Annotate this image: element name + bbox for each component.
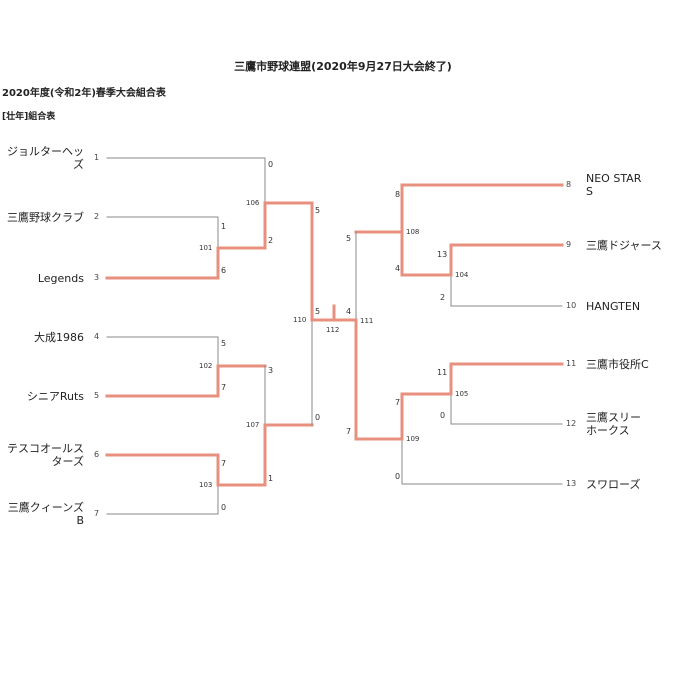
match-number: 103 — [199, 481, 213, 489]
team-name-line: B — [76, 514, 84, 527]
score-value: 5 — [315, 206, 321, 215]
team-name: シニアRuts — [27, 390, 84, 403]
score-value: 1 — [268, 474, 274, 483]
team-name-line: S — [586, 185, 593, 198]
match-number: 112 — [326, 326, 340, 334]
team-name: 大成1986 — [34, 331, 84, 344]
team-name-line: 三鷹市役所C — [586, 357, 649, 371]
team-name-line: HANGTEN — [586, 299, 641, 313]
score-value: 7 — [221, 459, 227, 468]
team-name: 三鷹ドジャース — [586, 239, 662, 252]
score-value: 0 — [395, 472, 401, 481]
seed-number: 9 — [566, 240, 572, 249]
score-value: 5 — [346, 234, 352, 243]
seed-number: 1 — [94, 153, 100, 162]
seed-number: 10 — [566, 301, 577, 310]
seed-number: 5 — [94, 391, 100, 400]
team-name: テスコオールスターズ — [7, 442, 84, 468]
tournament-subtitle: 2020年度(令和2年)春季大会組合表 — [2, 88, 166, 99]
seed-number: 13 — [566, 479, 577, 488]
score-value: 6 — [221, 266, 227, 275]
page-title: 三鷹市野球連盟(2020年9月27日大会終了) — [234, 60, 452, 73]
seed-number: 4 — [94, 332, 100, 341]
match-number: 104 — [455, 271, 469, 279]
score-value: 0 — [440, 411, 446, 420]
seed-number: 3 — [94, 273, 100, 282]
match-number: 108 — [406, 228, 420, 236]
seed-number: 6 — [94, 450, 100, 459]
match-number: 105 — [455, 390, 469, 398]
team-name-line: 大成1986 — [34, 330, 84, 344]
team-name-line: 三鷹スリー — [586, 411, 641, 424]
section-label: [壮年]組合表 — [2, 112, 56, 122]
match-number: 107 — [246, 421, 260, 429]
match-number: 109 — [406, 435, 420, 443]
score-value: 4 — [346, 307, 352, 316]
team-name-line: 三鷹ドジャース — [586, 238, 662, 252]
score-value: 11 — [437, 368, 448, 377]
team-name: 三鷹野球クラブ — [7, 211, 84, 224]
match-number: 106 — [246, 199, 260, 207]
score-value: 0 — [315, 413, 321, 422]
team-name: 三鷹スリーホークス — [586, 411, 641, 437]
team-name-line: スワローズ — [586, 477, 641, 491]
match-number: 111 — [360, 317, 374, 325]
team-name-line: ターズ — [51, 455, 84, 468]
team-name: 三鷹市役所C — [586, 358, 649, 371]
team-name-line: シニアRuts — [26, 389, 84, 403]
score-value: 4 — [395, 264, 401, 273]
team-name-line: Legends — [37, 271, 84, 285]
team-name-line: 三鷹クィーンズ — [7, 501, 84, 514]
score-value: 7 — [395, 398, 401, 407]
team-name-line: 三鷹野球クラブ — [7, 210, 84, 224]
team-name-line: ズ — [73, 158, 84, 171]
match-number: 102 — [199, 362, 213, 370]
team-name: スワローズ — [586, 478, 640, 491]
team-name-line: テスコオールス — [7, 442, 84, 455]
seed-number: 11 — [566, 359, 577, 368]
score-value: 7 — [346, 427, 352, 436]
seed-number: 12 — [566, 419, 577, 428]
seed-number: 7 — [94, 509, 100, 518]
score-value: 5 — [221, 339, 227, 348]
team-name: Legends — [38, 272, 84, 285]
match-number: 110 — [293, 316, 307, 324]
team-name: HANGTEN — [586, 300, 640, 313]
score-value: 1 — [221, 222, 227, 231]
score-value: 5 — [315, 307, 321, 316]
score-value: 3 — [268, 366, 274, 375]
score-value: 13 — [437, 250, 448, 259]
seed-number: 8 — [566, 180, 572, 189]
team-name: ジョルターヘッズ — [7, 145, 84, 171]
score-value: 0 — [268, 160, 274, 169]
seed-number: 2 — [94, 212, 100, 221]
score-value: 2 — [268, 236, 274, 245]
score-value: 7 — [221, 383, 227, 392]
score-value: 2 — [440, 293, 446, 302]
score-value: 8 — [395, 190, 401, 199]
team-name-line: NEO STAR — [586, 172, 642, 185]
team-name-line: ホークス — [586, 424, 630, 437]
score-value: 0 — [221, 503, 227, 512]
match-number: 101 — [199, 244, 213, 252]
team-name-line: ジョルターヘッ — [7, 145, 84, 158]
